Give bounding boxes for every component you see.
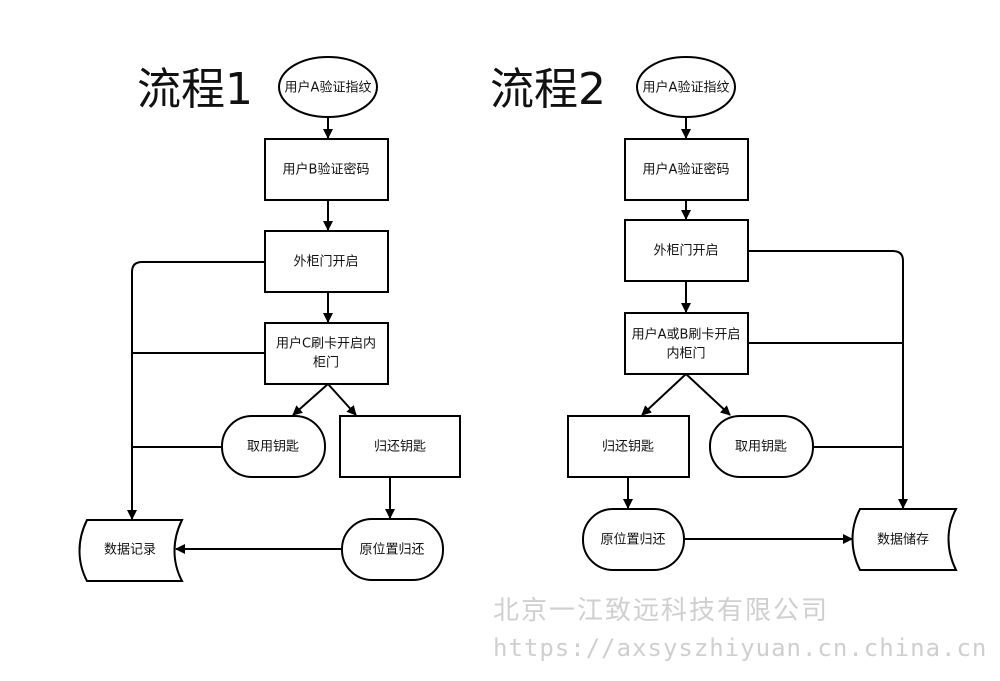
flow1-labels: 用户A验证指纹 用户B验证密码 外柜门开启 用户C刷卡开启内 柜门 取用钥匙 归… bbox=[104, 80, 426, 558]
flow1-take-key-label: 取用钥匙 bbox=[247, 440, 299, 455]
flow1-return-in-place-label: 原位置归还 bbox=[359, 543, 424, 558]
flow1-password-node bbox=[264, 138, 389, 201]
flow1-outer-door-label: 外柜门开启 bbox=[293, 255, 358, 270]
flow2-labels: 用户A验证指纹 用户A验证密码 外柜门开启 用户A或B刷卡开启 内柜门 归还钥匙… bbox=[600, 80, 929, 548]
flow1-diagram bbox=[78, 56, 461, 582]
watermark-url: https://axsyszhiyuan.cn.china.cn bbox=[493, 634, 988, 662]
flow1-data-record-node bbox=[78, 519, 184, 582]
flow1-connectors bbox=[127, 117, 395, 554]
flow2-password-label: 用户A验证密码 bbox=[643, 162, 730, 178]
flow2-data-storage-label: 数据储存 bbox=[877, 533, 929, 548]
flow2-return-key-label: 归还钥匙 bbox=[602, 440, 654, 455]
flow2-start-label: 用户A验证指纹 bbox=[643, 80, 730, 96]
flow1-return-key-label: 归还钥匙 bbox=[374, 440, 426, 455]
flow1-inner-door-label-line1: 用户C刷卡开启内 bbox=[276, 336, 376, 352]
flow2-data-storage-node bbox=[851, 508, 958, 571]
flow2-inner-door-label-line1: 用户A或B刷卡开启 bbox=[632, 327, 741, 343]
flow2-title: 流程2 bbox=[490, 64, 606, 115]
flow2-return-key-node bbox=[567, 415, 690, 478]
flow2-outer-door-label: 外柜门开启 bbox=[653, 244, 718, 259]
flow2-password-node bbox=[624, 138, 749, 201]
flow2-inner-door-node bbox=[624, 312, 749, 375]
flow2-diagram bbox=[567, 56, 958, 571]
flow2-take-key-label: 取用钥匙 bbox=[735, 440, 787, 455]
flow2-return-in-place-label: 原位置归还 bbox=[600, 533, 665, 548]
watermark-company: 北京一江致远科技有限公司 bbox=[493, 596, 830, 626]
flow1-inner-door-node bbox=[264, 322, 389, 385]
flow1-title: 流程1 bbox=[137, 64, 253, 115]
flow1-password-label: 用户B验证密码 bbox=[283, 162, 370, 178]
flow1-inner-door-label-line2: 柜门 bbox=[313, 356, 339, 371]
flow2-connectors bbox=[623, 117, 908, 544]
flow1-start-label: 用户A验证指纹 bbox=[285, 80, 372, 96]
flow1-data-record-label: 数据记录 bbox=[104, 543, 156, 558]
flow2-inner-door-label-line2: 内柜门 bbox=[666, 346, 705, 362]
flow1-return-key-node bbox=[339, 415, 461, 478]
